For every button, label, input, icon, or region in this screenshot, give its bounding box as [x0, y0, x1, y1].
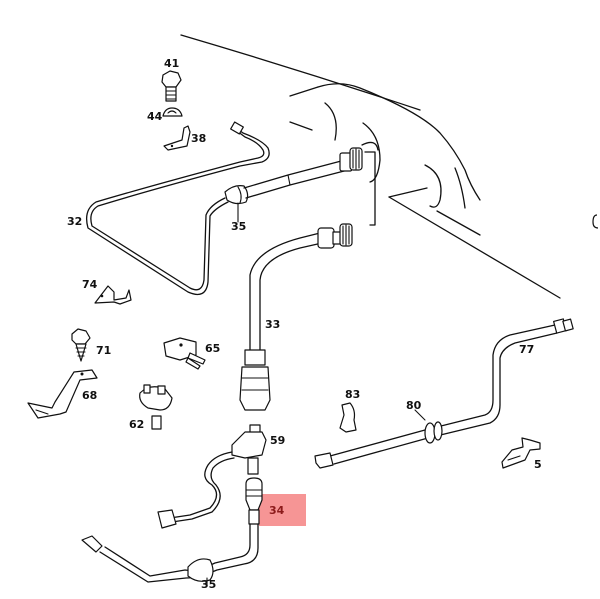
switch-62	[139, 384, 173, 430]
bolt-41	[161, 70, 182, 102]
callout-33[interactable]: 33	[265, 318, 281, 331]
callout-65[interactable]: 65	[205, 342, 221, 355]
grommet-35-top	[224, 185, 249, 223]
clip-83	[339, 402, 357, 433]
adapter-59	[157, 424, 267, 529]
callout-32[interactable]: 32	[67, 215, 83, 228]
callout-80[interactable]: 80	[406, 399, 422, 412]
callout-74[interactable]: 74	[82, 278, 98, 291]
callout-38[interactable]: 38	[191, 132, 207, 145]
callout-35-top[interactable]: 35	[231, 220, 247, 233]
washer-44	[162, 107, 183, 117]
callout-77[interactable]: 77	[519, 343, 535, 356]
connector-65	[163, 337, 206, 370]
cable-33	[239, 147, 376, 411]
callout-62[interactable]: 62	[129, 418, 145, 431]
callout-41[interactable]: 41	[164, 57, 180, 70]
cable-32	[85, 121, 270, 296]
bracket-68	[27, 369, 98, 419]
grommet-80	[414, 409, 443, 444]
bracket-74	[94, 285, 132, 305]
callout-59[interactable]: 59	[270, 434, 286, 447]
partial-part-right-edge	[592, 214, 599, 229]
bracket-38	[163, 125, 191, 151]
callout-44[interactable]: 44	[147, 110, 163, 123]
instrument-cluster-housing	[180, 34, 561, 299]
callout-71[interactable]: 71	[96, 344, 112, 357]
highlight-box-part-34	[259, 494, 306, 526]
screw-71	[71, 328, 91, 362]
callout-68[interactable]: 68	[82, 389, 98, 402]
callout-83[interactable]: 83	[345, 388, 361, 401]
cable-77	[314, 318, 574, 469]
callout-35-bottom[interactable]: 35	[201, 578, 217, 591]
callout-34-highlighted[interactable]: 34	[269, 504, 285, 517]
sensor-34[interactable]	[245, 477, 263, 525]
plate-5	[501, 437, 541, 469]
callout-5[interactable]: 5	[534, 458, 542, 471]
cable-bottom	[81, 523, 259, 586]
